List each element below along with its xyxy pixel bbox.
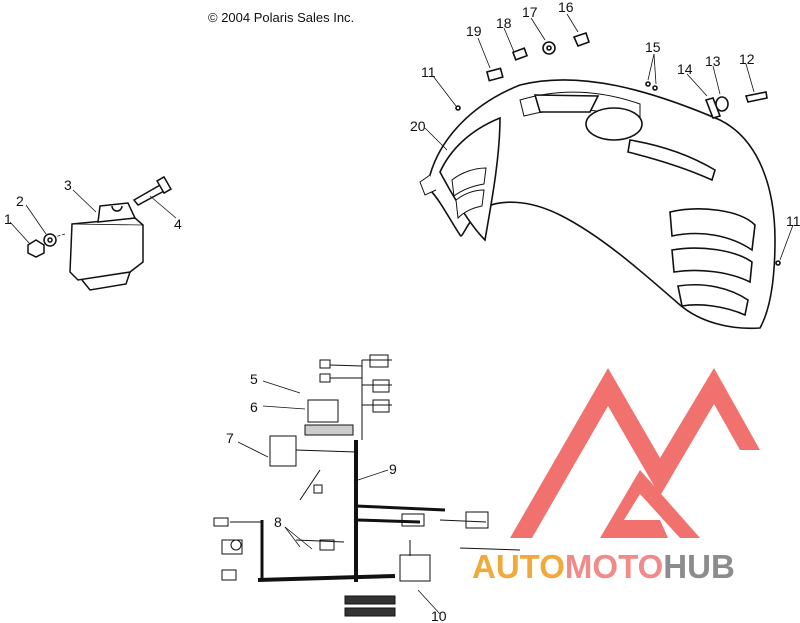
- watermark-logo: [510, 368, 760, 538]
- wiring-harness: [213, 354, 521, 617]
- callout-8: 8: [274, 514, 282, 530]
- copyright-text: © 2004 Polaris Sales Inc.: [208, 10, 354, 25]
- watermark-part-hub: HUB: [663, 548, 735, 585]
- callout-11-right: 11: [786, 213, 800, 229]
- watermark-part-moto: MOTO: [565, 548, 663, 585]
- callout-1: 1: [4, 211, 12, 227]
- callout-14: 14: [677, 61, 693, 77]
- watermark-logo-inner: [600, 470, 700, 538]
- callout-13: 13: [705, 53, 721, 69]
- callout-2: 2: [16, 193, 24, 209]
- callout-11-top: 11: [421, 64, 436, 80]
- callout-3: 3: [64, 177, 72, 193]
- callout-10: 10: [431, 608, 447, 623]
- dash-pod-assembly: [419, 31, 781, 330]
- callout-16: 16: [558, 0, 574, 15]
- callout-17: 17: [522, 4, 538, 20]
- watermark-part-auto: AUTO: [472, 548, 565, 585]
- callout-18: 18: [496, 15, 512, 31]
- callout-20: 20: [410, 118, 426, 134]
- callout-7: 7: [226, 430, 234, 446]
- module-assembly: [27, 175, 172, 291]
- watermark-text: AUTOMOTOHUB: [472, 548, 735, 585]
- callout-5: 5: [250, 371, 258, 387]
- callout-6: 6: [250, 399, 258, 415]
- callout-19: 19: [466, 23, 482, 39]
- callout-9: 9: [389, 461, 397, 477]
- callout-15: 15: [645, 39, 661, 55]
- watermark-logo-mark: [510, 368, 760, 538]
- callout-12: 12: [739, 51, 755, 67]
- callout-labels: 1 2 3 4 5 6 7 8 9 10 11 11 12 13 14 15 1…: [4, 0, 800, 623]
- callout-4: 4: [174, 216, 182, 232]
- leader-lines: [9, 13, 794, 615]
